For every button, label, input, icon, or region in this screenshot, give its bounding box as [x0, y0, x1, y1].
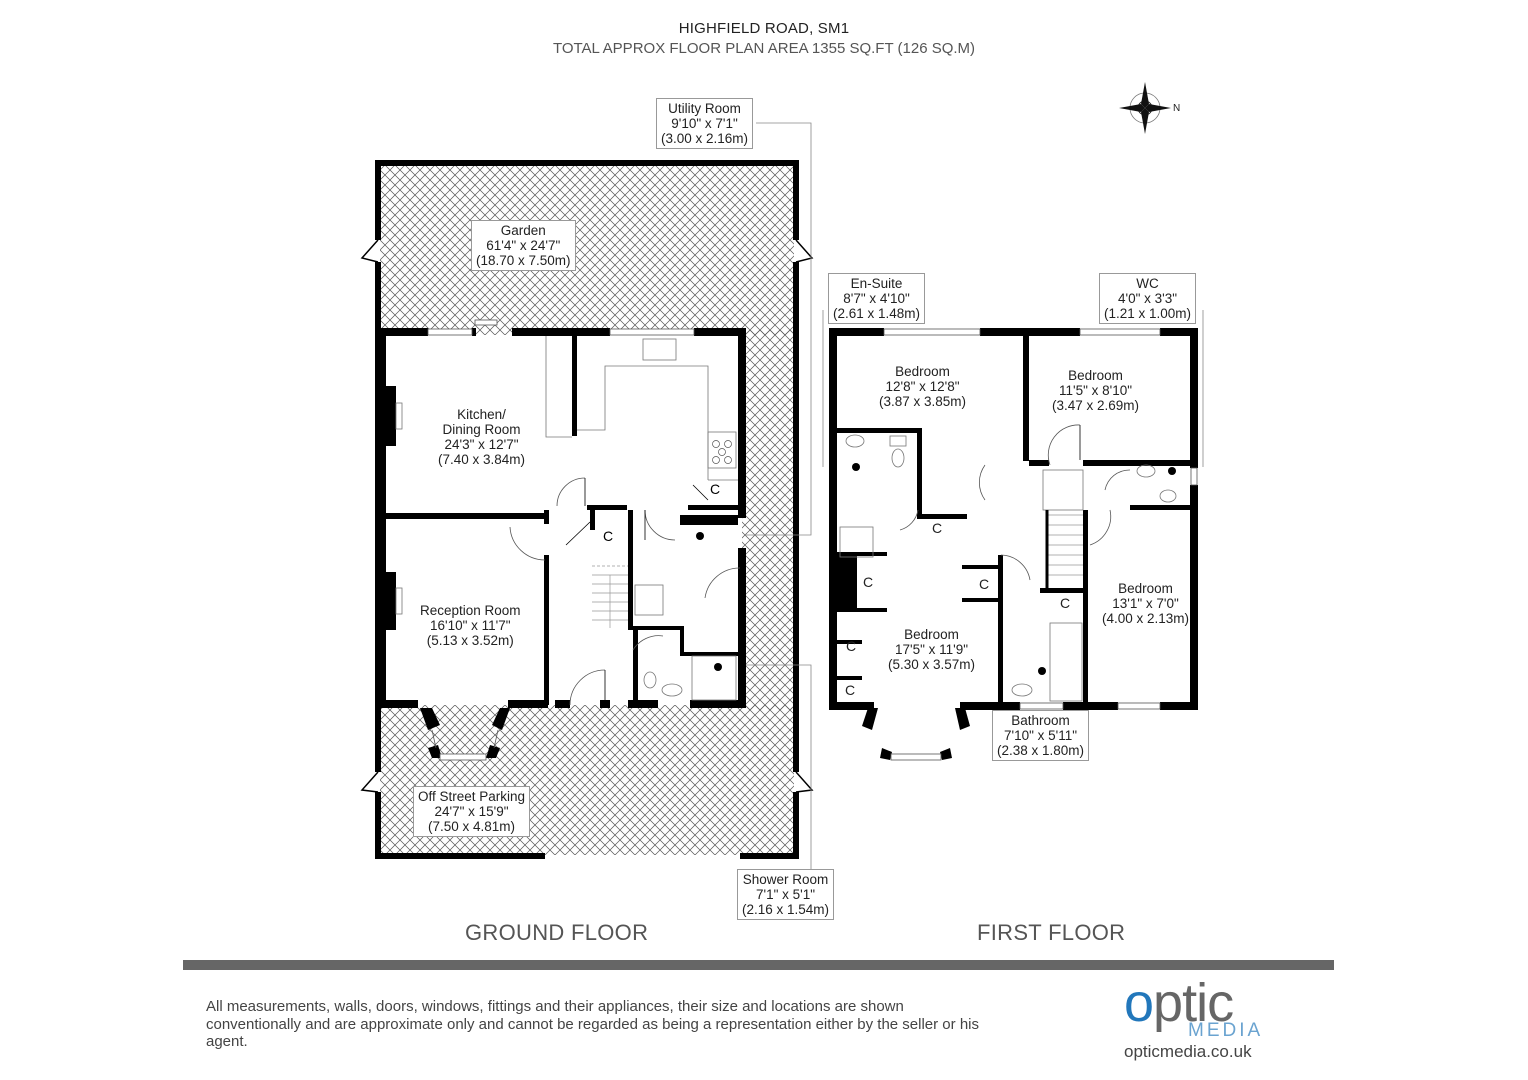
room-size-metric: (4.00 x 2.13m): [1102, 611, 1190, 626]
room-size-imperial: 4'0" x 3'3": [1118, 291, 1178, 306]
room-label-off-street-parking: Off Street Parking 24'7" x 15'9" (7.50 x…: [413, 786, 531, 837]
ground-floor-label: GROUND FLOOR: [465, 920, 649, 945]
room-name: WC: [1136, 276, 1159, 291]
room-size-imperial: 61'4" x 24'7": [486, 238, 561, 253]
cupboard-label: C: [863, 574, 873, 590]
room-size-imperial: 16'10" x 11'7": [430, 618, 511, 633]
room-size-metric: (1.21 x 1.00m): [1104, 306, 1192, 321]
logo-url: opticmedia.co.uk: [1124, 1042, 1252, 1061]
room-name: Bedroom: [1068, 368, 1123, 383]
room-size-imperial: 8'7" x 4'10": [843, 291, 910, 306]
room-name: En-Suite: [850, 276, 903, 291]
room-size-imperial: 7'1" x 5'1": [756, 887, 816, 902]
room-label-kitchen-dining: Kitchen/ Dining Room 24'3" x 12'7" (7.40…: [434, 405, 529, 469]
cupboard-label: C: [846, 638, 856, 654]
room-size-imperial: 7'10" x 5'11": [1004, 728, 1078, 743]
cupboard-label: C: [932, 520, 942, 536]
compass-north-label: N: [1173, 103, 1181, 114]
room-name: Utility Room: [668, 101, 741, 116]
footer-divider: [183, 960, 1334, 970]
room-size-imperial: 11'5" x 8'10": [1059, 383, 1133, 398]
logo-media: MEDIA: [1188, 1020, 1264, 1041]
room-size-metric: (7.50 x 4.81m): [428, 819, 516, 834]
room-size-imperial: 12'8" x 12'8": [885, 379, 960, 394]
cupboard-label: C: [710, 481, 720, 497]
room-size-metric: (18.70 x 7.50m): [476, 253, 571, 268]
logo-ptic: ptic: [1153, 973, 1234, 1033]
room-label-garden: Garden 61'4" x 24'7" (18.70 x 7.50m): [471, 220, 576, 271]
cupboard-label: C: [979, 576, 989, 592]
room-size-imperial: 24'3" x 12'7": [444, 437, 519, 452]
room-label-wc: WC 4'0" x 3'3" (1.21 x 1.00m): [1099, 273, 1197, 324]
logo-o: o: [1124, 973, 1154, 1033]
logo-wordmark: optic: [1124, 972, 1234, 1034]
room-size-imperial: 13'1" x 7'0": [1112, 596, 1179, 611]
room-name: Garden: [500, 223, 546, 238]
disclaimer-text: All measurements, walls, doors, windows,…: [206, 998, 979, 1050]
optic-media-logo: optic MEDIA opticmedia.co.uk: [1124, 973, 1284, 1063]
room-name: Bedroom: [895, 364, 950, 379]
plan-total-area: TOTAL APPROX FLOOR PLAN AREA 1355 SQ.FT …: [552, 40, 976, 57]
room-label-bedroom-4: Bedroom 13'1" x 7'0" (4.00 x 2.13m): [1098, 579, 1193, 628]
room-label-en-suite: En-Suite 8'7" x 4'10" (2.61 x 1.48m): [828, 273, 926, 324]
room-name-line2: Dining Room: [442, 422, 521, 437]
room-size-imperial: 9'10" x 7'1": [671, 116, 738, 131]
room-name: Off Street Parking: [418, 789, 526, 804]
room-size-metric: (5.13 x 3.52m): [426, 633, 514, 648]
first-floor-label: FIRST FLOOR: [977, 920, 1126, 945]
room-size-metric: (2.16 x 1.54m): [742, 902, 830, 917]
room-size-metric: (3.47 x 2.69m): [1052, 398, 1140, 413]
room-size-metric: (2.38 x 1.80m): [997, 743, 1085, 758]
room-label-bathroom: Bathroom 7'10" x 5'11" (2.38 x 1.80m): [992, 710, 1090, 761]
room-label-utility-room: Utility Room 9'10" x 7'1" (3.00 x 2.16m): [656, 98, 754, 149]
room-label-shower-room: Shower Room 7'1" x 5'1" (2.16 x 1.54m): [737, 869, 835, 920]
room-label-bedroom-1: Bedroom 12'8" x 12'8" (3.87 x 3.85m): [875, 362, 970, 411]
room-name: Kitchen/: [457, 407, 506, 422]
plan-title: HIGHFIELD ROAD, SM1: [678, 20, 850, 37]
room-name: Shower Room: [742, 872, 829, 887]
room-size-metric: (3.00 x 2.16m): [661, 131, 749, 146]
cupboard-label: C: [603, 528, 613, 544]
room-label-bedroom-3: Bedroom 17'5" x 11'9" (5.30 x 3.57m): [884, 625, 979, 674]
room-size-metric: (2.61 x 1.48m): [833, 306, 921, 321]
room-label-reception-room: Reception Room 16'10" x 11'7" (5.13 x 3.…: [416, 601, 525, 650]
room-name: Bedroom: [1118, 581, 1173, 596]
cupboard-label: C: [1060, 595, 1070, 611]
room-name: Reception Room: [420, 603, 521, 618]
room-size-imperial: 17'5" x 11'9": [895, 642, 969, 657]
room-name: Bedroom: [904, 627, 959, 642]
room-label-bedroom-2: Bedroom 11'5" x 8'10" (3.47 x 2.69m): [1048, 366, 1143, 415]
room-size-metric: (5.30 x 3.57m): [888, 657, 976, 672]
room-size-metric: (7.40 x 3.84m): [438, 452, 526, 467]
room-name: Bathroom: [1011, 713, 1070, 728]
compass-rose-icon: [1119, 82, 1171, 134]
room-size-metric: (3.87 x 3.85m): [879, 394, 967, 409]
room-size-imperial: 24'7" x 15'9": [434, 804, 509, 819]
cupboard-label: C: [845, 682, 855, 698]
